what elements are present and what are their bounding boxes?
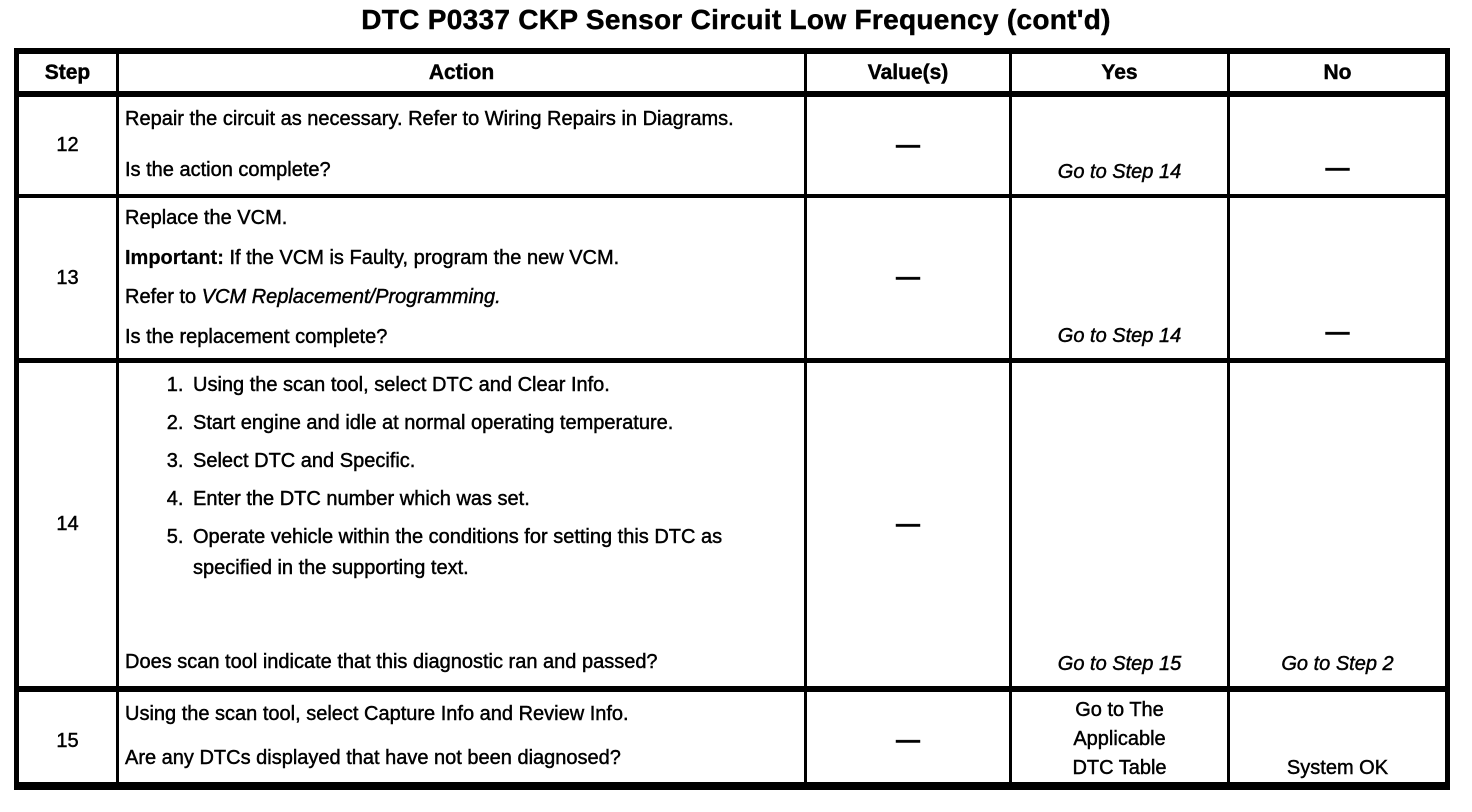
action-text: Repair the circuit as necessary. Refer t… [125, 108, 734, 130]
reference-line: Refer to VCM Replacement/Programming. [125, 284, 794, 310]
no-directive: Go to Step 2 [1281, 653, 1394, 675]
action-cell: Repair the circuit as necessary. Refer t… [119, 97, 807, 194]
list-item: Operate vehicle within the conditions fo… [189, 522, 794, 584]
no-cell: Go to Step 2 [1230, 363, 1445, 686]
table-row-step-14: 14 Using the scan tool, select DTC and C… [19, 358, 1445, 686]
page-title: DTC P0337 CKP Sensor Circuit Low Frequen… [361, 4, 1111, 35]
column-header-step: Step [19, 54, 119, 91]
no-cell: — [1230, 97, 1445, 194]
column-header-values: Value(s) [807, 54, 1012, 91]
column-header-yes: Yes [1012, 54, 1230, 91]
action-cell: Replace the VCM. Important: If the VCM i… [119, 198, 807, 358]
value-cell: — [807, 363, 1012, 686]
refer-prefix: Refer to [125, 286, 197, 309]
action-cell: Using the scan tool, select DTC and Clea… [119, 363, 807, 686]
table-row-step-12: 12 Repair the circuit as necessary. Refe… [19, 91, 1445, 194]
question-text: Are any DTCs displayed that have not bee… [125, 747, 621, 769]
action-text: Replace the VCM. [125, 207, 288, 229]
yes-cell: Go to The Applicable DTC Table [1012, 692, 1230, 790]
action-text: Using the scan tool, select Capture Info… [125, 703, 629, 725]
yes-directive: Go to Step 14 [1057, 325, 1182, 347]
yes-cell: Go to Step 14 [1012, 198, 1230, 358]
no-cell: — [1230, 198, 1445, 358]
value-cell: — [807, 97, 1012, 194]
yes-cell: Go to Step 15 [1012, 363, 1230, 686]
question-text: Does scan tool indicate that this diagno… [125, 651, 658, 673]
important-label: Important: [125, 246, 224, 269]
step-number: 12 [19, 97, 119, 194]
yes-directive: Go to Step 14 [1057, 161, 1182, 183]
yes-directive: Go to The Applicable DTC Table [1072, 699, 1167, 779]
table-header-row: Step Action Value(s) Yes No [19, 54, 1445, 91]
no-dash: — [1325, 319, 1350, 347]
step-number: 15 [19, 692, 119, 790]
no-directive: System OK [1286, 757, 1389, 779]
value-dash: — [896, 727, 920, 754]
value-dash: — [896, 131, 920, 159]
no-dash: — [1325, 155, 1350, 183]
value-dash: — [896, 264, 920, 291]
reference-title: VCM Replacement/Programming. [201, 286, 501, 309]
important-text: If the VCM is Faulty, program the new VC… [229, 246, 620, 269]
table-row-step-13: 13 Replace the VCM. Important: If the VC… [19, 194, 1445, 358]
column-header-action: Action [119, 54, 807, 91]
question-text: Is the action complete? [125, 159, 331, 181]
yes-cell: Go to Step 14 [1012, 97, 1230, 194]
list-item: Select DTC and Specific. [189, 446, 794, 477]
list-item: Enter the DTC number which was set. [189, 484, 794, 515]
question-text: Is the replacement complete? [125, 325, 388, 348]
value-cell: — [807, 198, 1012, 358]
value-cell: — [807, 692, 1012, 790]
column-header-no: No [1323, 60, 1352, 84]
list-item: Using the scan tool, select DTC and Clea… [189, 370, 794, 401]
no-cell: System OK [1230, 692, 1445, 790]
step-number: 14 [19, 363, 119, 686]
action-numbered-list: Using the scan tool, select DTC and Clea… [125, 370, 794, 591]
action-cell: Using the scan tool, select Capture Info… [119, 692, 807, 790]
value-dash: — [896, 510, 920, 538]
step-number: 13 [19, 198, 119, 358]
yes-directive: Go to Step 15 [1057, 653, 1182, 675]
list-item: Start engine and idle at normal operatin… [189, 408, 794, 439]
important-note: Important: If the VCM is Faulty, program… [125, 245, 794, 271]
table-row-step-15: 15 Using the scan tool, select Capture I… [19, 686, 1445, 790]
diagnostic-table: Step Action Value(s) Yes No 12 Repair th… [14, 48, 1450, 790]
